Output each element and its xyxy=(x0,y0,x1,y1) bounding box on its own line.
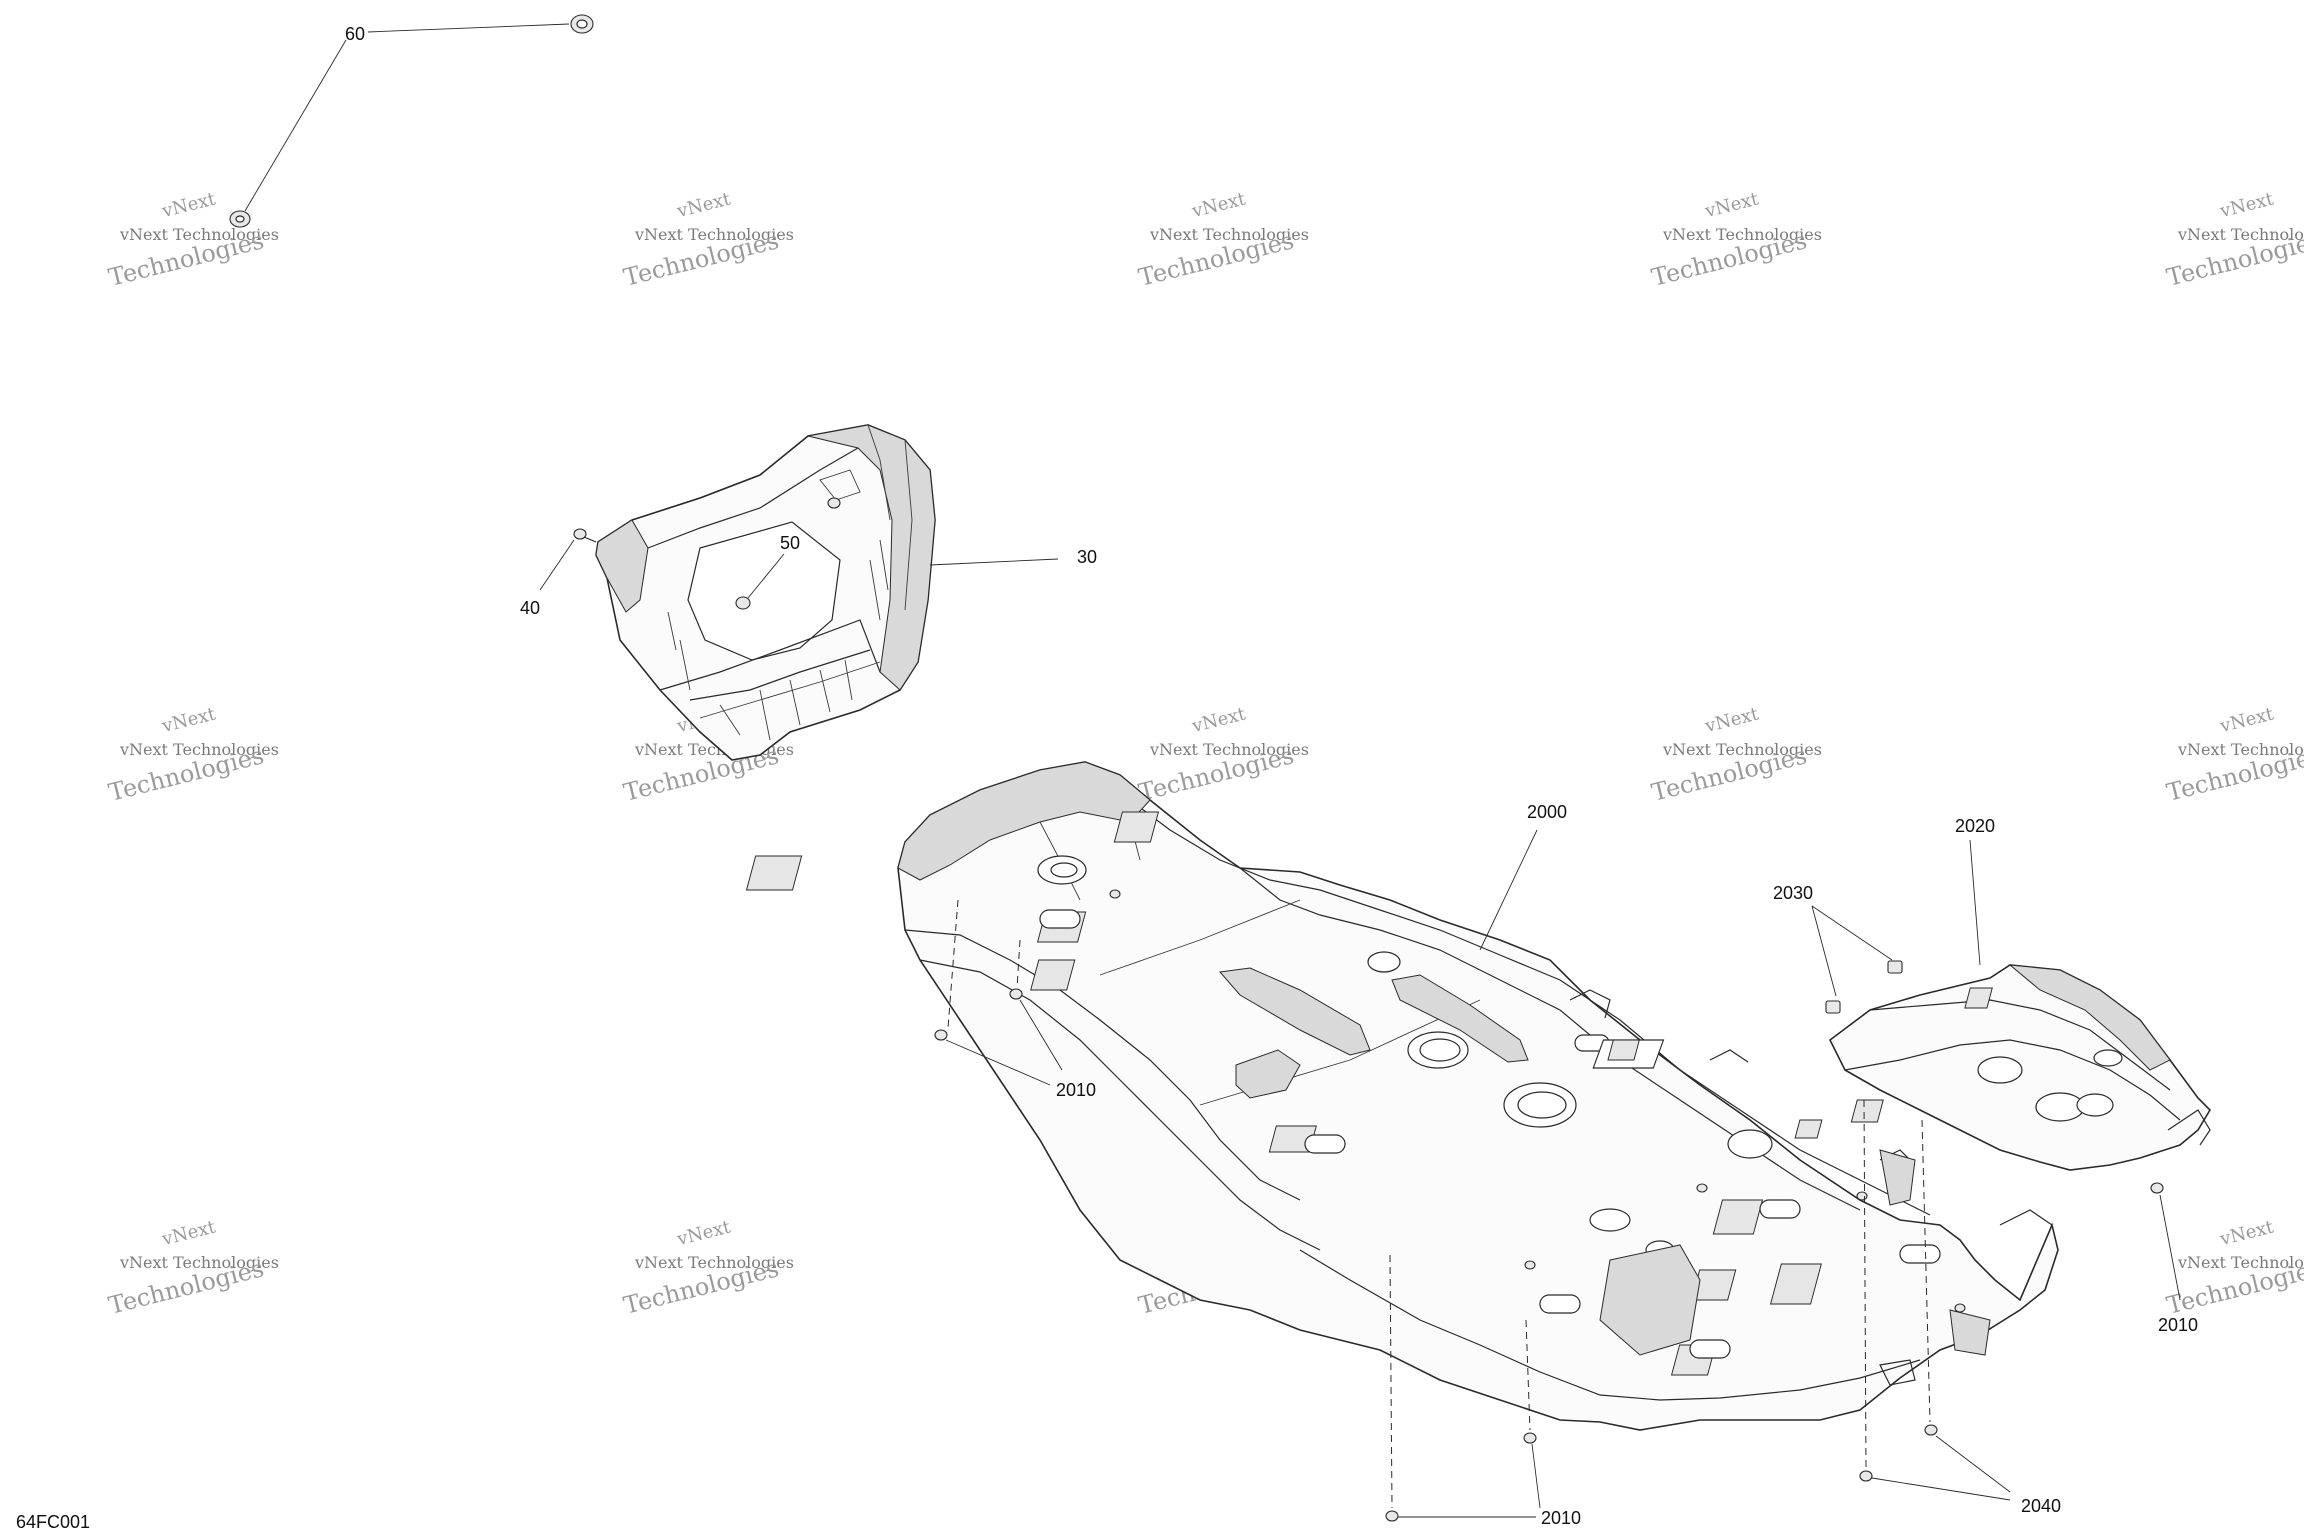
callout-40: 40 xyxy=(520,598,540,618)
watermark-logo-text: vNext xyxy=(1702,188,1761,222)
plate-bolts xyxy=(1109,889,1966,1313)
watermark-line1: vNext Technologies xyxy=(2177,225,2304,244)
watermark-line1: vNext Technologies xyxy=(119,1253,279,1272)
watermark-logo-text: vNext xyxy=(674,188,733,222)
watermark-line1: vNext Technologies xyxy=(2177,1253,2304,1272)
watermark-logo-text: vNext xyxy=(1702,703,1761,737)
part-2010-fasteners-bottom xyxy=(1385,1432,1537,1522)
rear-plate-openings xyxy=(1592,987,2123,1139)
leader-2040-a xyxy=(1871,1477,2011,1501)
part-2020-rear-skid-plate xyxy=(1592,964,2212,1171)
leader-60-b xyxy=(244,39,347,212)
watermark-logo-text: vNext xyxy=(1189,703,1248,737)
callout-2040: 2040 xyxy=(2021,1496,2061,1516)
watermark-logo-text: vNext xyxy=(2217,703,2276,737)
callout-2010-bottom: 2010 xyxy=(1541,1508,1581,1528)
part-2030-clips xyxy=(1825,960,1903,1014)
part-2040-screws xyxy=(1859,1424,1938,1482)
watermark-logo-text: vNext xyxy=(159,703,218,737)
dash-left-2 xyxy=(1016,939,1021,989)
callout-2010-right: 2010 xyxy=(2158,1315,2198,1335)
part-30-console-bezel xyxy=(595,424,936,761)
dash-bottom-2 xyxy=(1525,1319,1531,1431)
part-40-screw xyxy=(573,528,597,543)
part-60-grommet xyxy=(229,14,594,228)
callout-50: 50 xyxy=(780,533,800,553)
watermark-line1: vNext Technologies xyxy=(1149,740,1309,759)
diagram-code: 64FC001 xyxy=(16,1512,90,1532)
watermark-line1: vNext Technologies xyxy=(1662,225,1822,244)
watermark-line1: vNext Technologies xyxy=(119,225,279,244)
callout-2010-left: 2010 xyxy=(1056,1080,1096,1100)
dash-bottom-1 xyxy=(1389,1254,1393,1509)
dash-left-1 xyxy=(947,899,959,1029)
leader-2030-a xyxy=(1811,905,1837,997)
callout-60: 60 xyxy=(345,24,365,44)
leader-2040-b xyxy=(1935,1435,2011,1493)
leader-2030-b xyxy=(1811,905,1893,961)
leader-2010-left-b xyxy=(1019,999,1063,1071)
leader-2020 xyxy=(1969,839,1981,966)
watermark-logo-text: vNext xyxy=(1189,188,1248,222)
callout-30: 30 xyxy=(1077,547,1097,567)
watermark-logo-text: vNext xyxy=(2217,188,2276,222)
watermark-logo-text: vNext xyxy=(159,1216,218,1250)
watermark-logo-text: vNext xyxy=(674,1216,733,1250)
callout-2000: 2000 xyxy=(1527,802,1567,822)
leader-2010-left-a xyxy=(945,1039,1051,1086)
watermark-logo-text: vNext xyxy=(2217,1216,2276,1250)
part-2010-fasteners-left xyxy=(934,988,1023,1041)
watermark-logo-text: vNext xyxy=(159,188,218,222)
leader-2000 xyxy=(1479,829,1538,951)
watermark-line1: vNext Technologies xyxy=(1149,225,1309,244)
leader-60-a xyxy=(367,23,570,33)
watermark-line1: vNext Technologies xyxy=(1662,740,1822,759)
callout-2020: 2020 xyxy=(1955,816,1995,836)
leader-50 xyxy=(747,553,785,599)
dash-2040-1 xyxy=(1863,1099,1867,1469)
watermark-line1: vNext Technologies xyxy=(2177,740,2304,759)
leader-40 xyxy=(539,539,575,591)
watermark-line1: vNext Technologies xyxy=(119,740,279,759)
watermark-line1: vNext Technologies xyxy=(634,225,794,244)
watermark-line1: vNext Technologies xyxy=(634,1253,794,1272)
part-2000-main-skid-plate xyxy=(745,761,2059,1431)
leader-2010-right xyxy=(2159,1194,2181,1301)
leader-2010-bottom-b xyxy=(1531,1443,1541,1509)
leader-30 xyxy=(929,558,1059,566)
dash-2040-2 xyxy=(1921,1119,1931,1423)
part-2010-fastener-right xyxy=(2150,1182,2164,1194)
callout-2030: 2030 xyxy=(1773,883,1813,903)
